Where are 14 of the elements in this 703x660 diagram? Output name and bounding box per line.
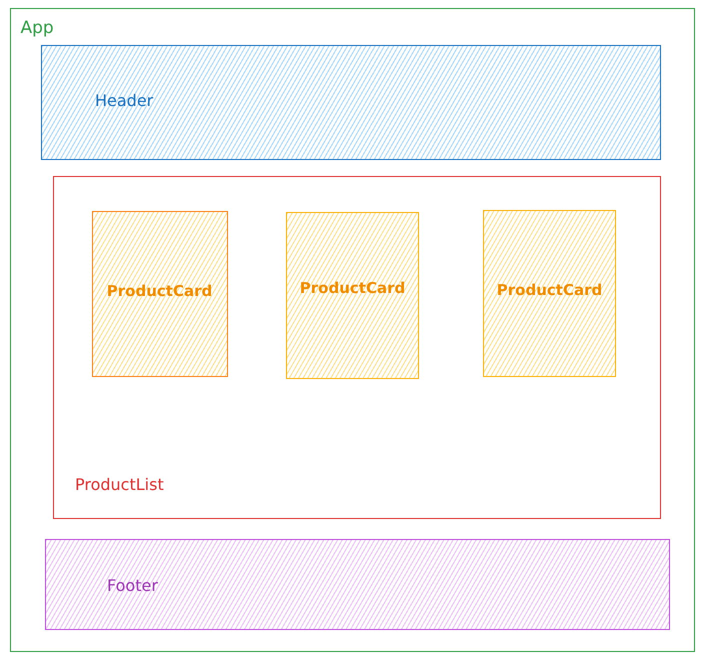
component-label: ProductCard: [300, 278, 406, 298]
component-label: Header: [95, 91, 154, 111]
component-box: [483, 210, 616, 377]
component-label: Footer: [107, 576, 158, 596]
component-box: [44, 538, 670, 630]
component-label: ProductList: [75, 475, 164, 495]
component-label: ProductCard: [496, 280, 602, 300]
component-box: [40, 44, 660, 160]
component-box: [52, 176, 660, 518]
component-label: ProductCard: [106, 280, 212, 300]
component-box: [92, 211, 228, 377]
component-box: [10, 8, 695, 652]
component-box: [286, 212, 419, 379]
component-label: App: [20, 18, 54, 38]
